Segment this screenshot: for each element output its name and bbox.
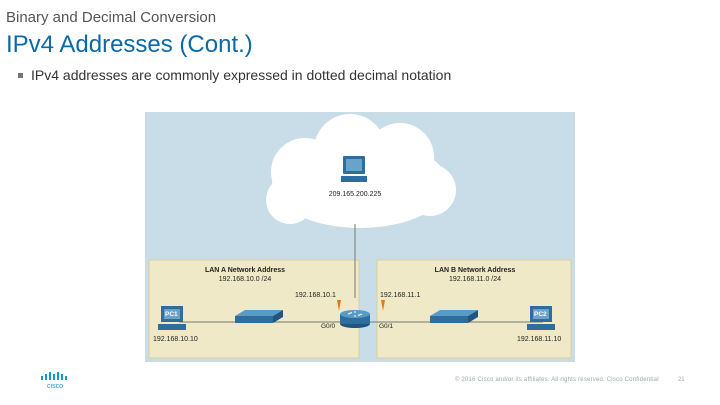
pc2-ip: 192.168.11.10 — [517, 336, 561, 343]
pc1-ip: 192.168.10.10 — [153, 336, 198, 343]
pc1-label: PC1 — [165, 311, 178, 318]
cisco-logo: cisco — [40, 372, 70, 395]
lan-b-label: LAN B Network Address — [435, 267, 516, 274]
header-kicker: Binary and Decimal Conversion — [6, 9, 217, 26]
switch-b-icon — [430, 310, 478, 323]
router-port-g00: G0/0 — [321, 323, 335, 330]
cisco-logo-text: cisco — [47, 383, 63, 390]
cloud-shape — [266, 114, 456, 228]
lan-b-gateway-arrow — [381, 300, 385, 311]
cisco-logo-icon: cisco — [41, 372, 67, 390]
pc2-icon — [527, 306, 555, 330]
lan-b-address: 192.168.11.0 /24 — [449, 276, 501, 283]
footer-copyright: © 2016 Cisco and/or its affiliates. All … — [455, 377, 659, 383]
bullet-text: IPv4 addresses are commonly expressed in… — [31, 67, 452, 83]
bullet-marker — [18, 72, 23, 78]
lan-a-label: LAN A Network Address — [205, 267, 285, 274]
bullet-item: IPv4 addresses are commonly expressed in… — [18, 67, 451, 83]
page-number: 21 — [678, 377, 685, 383]
pc1-icon — [158, 306, 186, 330]
page-title: IPv4 Addresses (Cont.) — [6, 31, 253, 58]
cloud-host-ip: 209.165.200.225 — [329, 191, 382, 198]
lan-a-gateway-ip: 192.168.10.1 — [295, 292, 336, 299]
router-icon — [340, 310, 370, 328]
lan-a-address: 192.168.10.0 /24 — [219, 276, 272, 283]
pc2-label: PC2 — [534, 311, 547, 318]
switch-a-icon — [235, 310, 283, 323]
router-port-g01: G0/1 — [379, 323, 393, 330]
server-icon — [341, 156, 367, 182]
network-diagram: 209.165.200.225 LAN A Network Address 19… — [145, 112, 575, 362]
lan-a-gateway-arrow — [337, 300, 341, 311]
lan-b-gateway-ip: 192.168.11.1 — [380, 292, 420, 299]
lan-a-panel — [148, 259, 360, 359]
network-diagram-svg: 209.165.200.225 LAN A Network Address 19… — [145, 112, 575, 362]
